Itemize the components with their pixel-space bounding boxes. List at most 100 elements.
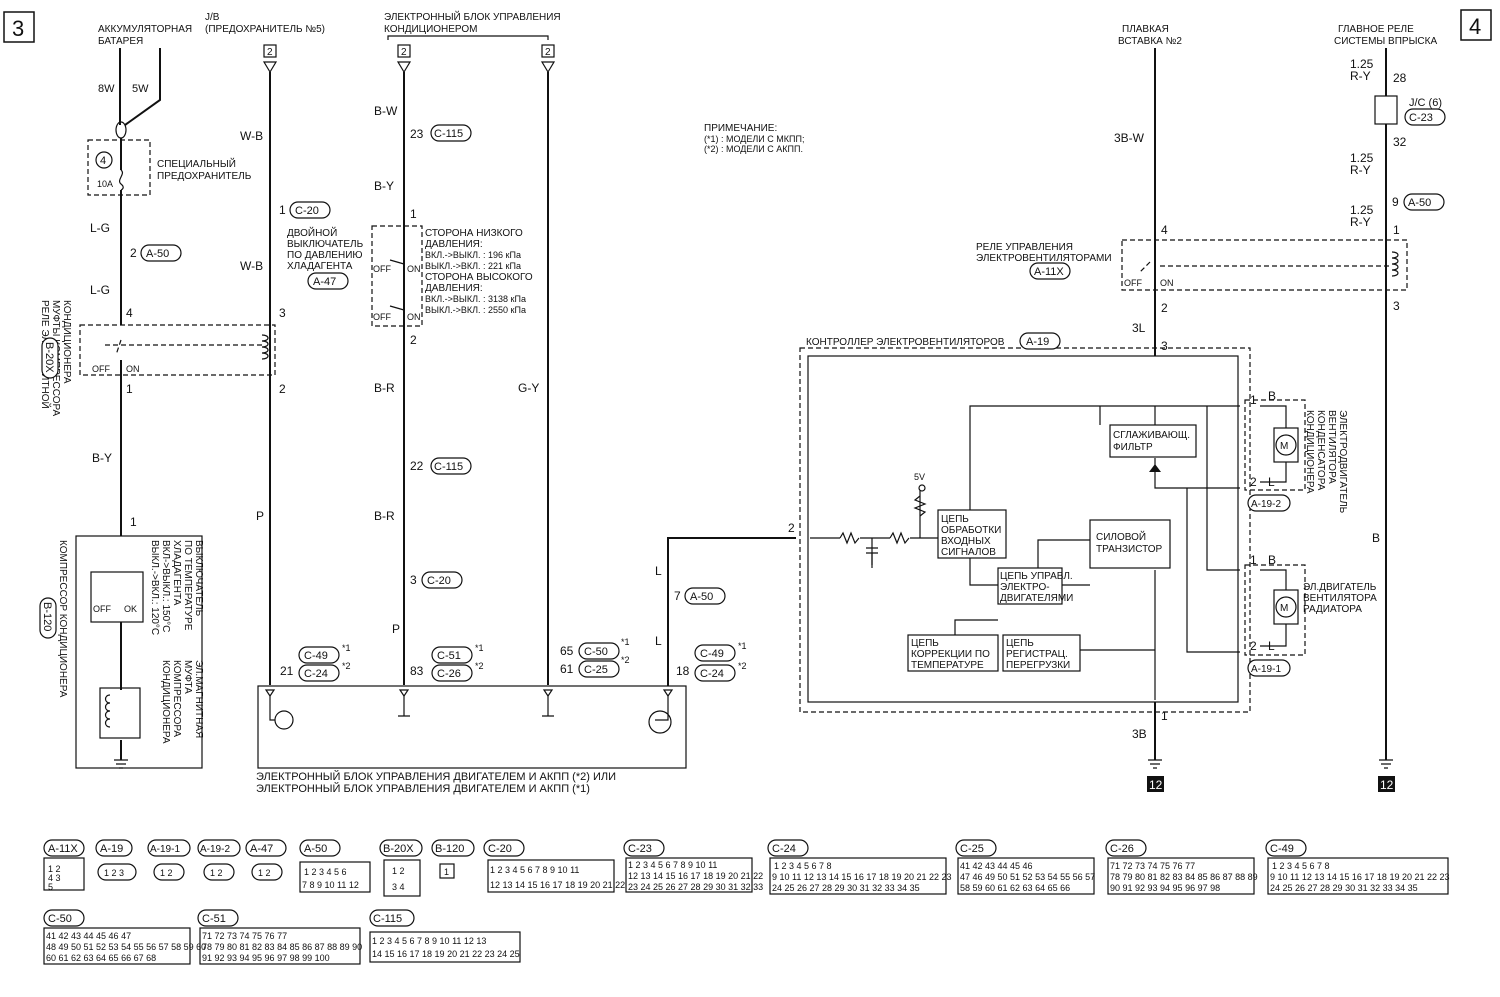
ps-spec-5: СТОРОНА ВЫСОКОГО — [425, 272, 533, 283]
ac-relay-on: ON — [126, 364, 140, 374]
conn-c20-tag-1 — [289, 201, 331, 219]
face-a11x-r3: 5 — [48, 882, 53, 892]
overload-label-2: РЕГИСТРАЦ. — [1006, 649, 1068, 660]
ps-pin-c20: 3 — [410, 573, 417, 587]
controller-pullup — [913, 495, 927, 517]
mr-pin-1: 1 — [1393, 223, 1400, 237]
face-c24-r3: 24 25 26 27 28 29 30 31 32 33 34 35 — [772, 883, 920, 893]
ps-wire-low: B-R — [374, 509, 395, 523]
conn-a191-tag — [1247, 659, 1291, 677]
face-a47-r1: 1 2 — [258, 868, 271, 878]
ecu-ac-terminal-b — [540, 61, 556, 74]
ecu-conn-c49-2: C-49 — [700, 648, 724, 660]
ps-spec-3: ВКЛ.->ВЫКЛ. : 196 кПа — [425, 250, 521, 260]
ecu-conn-c49-1: C-49 — [304, 650, 328, 662]
jb-wire-mid: W-B — [240, 259, 263, 273]
ps-wire-mid: B-Y — [374, 179, 394, 193]
ecu-ac-bracket — [387, 35, 549, 40]
controller-resistors — [839, 531, 910, 545]
face-c115-r1: 1 2 3 4 5 6 7 8 9 10 11 12 13 — [372, 936, 486, 946]
ecu-conn-c24-2: C-24 — [700, 668, 724, 680]
face-a50-r1: 1 2 3 4 5 6 — [304, 867, 347, 877]
controller-label: КОНТРОЛЛЕР ЭЛЕКТРОВЕНТИЛЯТОРОВ — [806, 337, 1005, 348]
face-a11x — [43, 857, 85, 891]
cm-motor-icon — [1275, 434, 1297, 456]
conn-c115-tag-2 — [430, 457, 472, 475]
ecu-ac-pin-a: 2 — [401, 47, 407, 58]
controller-supply-net — [969, 405, 1240, 510]
controller-motor-net — [1186, 406, 1240, 653]
fusible-label-1: ПЛАВКАЯ — [1122, 24, 1169, 35]
overload-label-1: ЦЕПЬ — [1006, 638, 1034, 649]
jb-pin-c20: 1 — [279, 203, 286, 217]
face-c20 — [487, 859, 615, 893]
fan-relay-box — [1121, 239, 1408, 291]
input-box — [937, 509, 1007, 559]
ps-label-3: ПО ДАВЛЕНИЮ — [287, 250, 363, 261]
clutch-label-2: МУФТА — [182, 660, 193, 694]
ecu-internal — [269, 696, 669, 721]
conn-c25-tag-1 — [578, 660, 620, 678]
fuse-rating: 10A — [97, 179, 113, 189]
rm-label-1: ЭЛ.ДВИГАТЕЛЬ — [1303, 582, 1377, 593]
ac-relay-pin-in: 4 — [126, 306, 133, 320]
ecu-transistor-2 — [648, 710, 672, 734]
ground-right: 12 — [1380, 778, 1394, 792]
ground-tag-right — [1378, 776, 1395, 792]
clutch-label-4: КОНДИЦИОНЕРА — [160, 660, 171, 744]
legend-c49: C-49 — [1270, 843, 1294, 855]
mr-wire-1a: 1.25 — [1350, 57, 1374, 71]
legend-a191: A-19-1 — [150, 844, 180, 855]
conn-tag-a11x — [43, 839, 85, 857]
mr-pin-32: 32 — [1393, 135, 1407, 149]
ground-left: 12 — [1149, 778, 1163, 792]
page-corner-left: 3 — [12, 16, 24, 41]
l-wire — [667, 537, 796, 686]
temp-box — [907, 634, 999, 672]
motor-ctl-label-1: ЦЕПЬ УПРАВЛ. — [1000, 571, 1073, 582]
connector-legend-row2: C-50 41 42 43 44 45 46 47 48 49 50 51 52… — [43, 909, 521, 965]
ecu-pin-83: 83 — [410, 664, 424, 678]
conn-tag-a47 — [245, 839, 287, 857]
ps-spec-2: ДАВЛЕНИЯ: — [425, 239, 483, 250]
controller-logic-net — [954, 539, 1156, 700]
face-a191 — [153, 863, 185, 881]
conn-tag-a50 — [299, 839, 341, 857]
thermo-label-5: ВЫКЛ.->ВКЛ.: 120°С — [149, 540, 160, 635]
condenser-motor-box — [1244, 399, 1306, 491]
jb-pin-relay-in: 3 — [279, 306, 286, 320]
power-label-2: ТРАНЗИСТОР — [1096, 544, 1163, 555]
clutch-label-3: КОМПРЕССОРА — [171, 660, 182, 737]
rm-motor-icon — [1275, 596, 1297, 618]
mr-wire-3a: 1.25 — [1350, 203, 1374, 217]
thermo-label-1: ВЫКЛЮЧАТЕЛЬ — [193, 540, 204, 617]
cm-label-4: КОНДИЦИОНЕРА — [1304, 410, 1315, 494]
filter-label-1: СГЛАЖИВАЮЩ. — [1113, 430, 1190, 441]
l-wire-bottom: L — [655, 634, 662, 648]
ac-relay-box — [79, 324, 276, 376]
conn-tag-c24 — [767, 839, 809, 857]
wire-lg-2: L-G — [90, 283, 110, 297]
ps-off2: OFF — [373, 312, 391, 322]
rm-pin2: 2 — [1250, 639, 1257, 653]
face-c25 — [957, 857, 1095, 895]
clutch-coil-box — [99, 687, 141, 739]
clutch-label-rot: ЭЛ.МАГНИТНАЯ МУФТА КОМПРЕССОРА КОНДИЦИОН… — [160, 660, 204, 744]
ps-contacts — [389, 259, 405, 311]
overload-label-3: ПЕРЕГРУЗКИ — [1006, 660, 1070, 671]
ps-pin-c115-top: 23 — [410, 127, 424, 141]
rm-motor-frame — [1273, 589, 1299, 625]
temp-label-1: ЦЕПЬ — [911, 638, 939, 649]
jb-terminal — [262, 61, 278, 74]
fan-relay-label-1: РЕЛЕ УПРАВЛЕНИЯ — [976, 242, 1073, 253]
conn-c24-tag-2 — [694, 664, 736, 682]
ecu-ac-label-1: ЭЛЕКТРОННЫЙ БЛОК УПРАВЛЕНИЯ — [384, 10, 561, 23]
note-2: (*1) : МОДЕЛИ С МКПП; — [704, 134, 804, 144]
conn-tag-a191 — [147, 839, 191, 857]
conn-tag-c23 — [623, 839, 665, 857]
face-b120 — [439, 863, 455, 879]
ps-label-4: ХЛАДАГЕНТА — [287, 261, 353, 272]
clutch-coil — [104, 694, 111, 728]
motor-ctl-box — [997, 567, 1063, 605]
